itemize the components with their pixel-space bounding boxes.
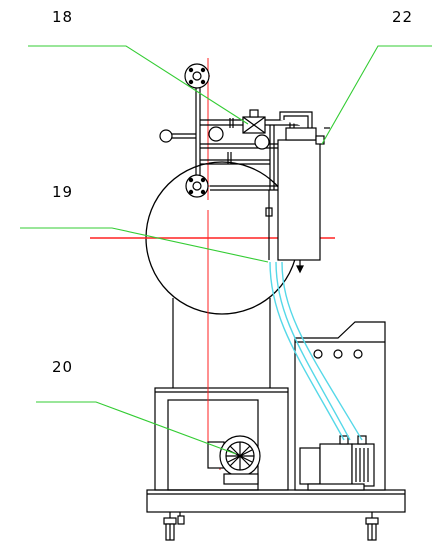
callout-19: 19 [52,183,74,201]
leader-20 [36,401,237,455]
leader-lines [20,45,432,455]
callout-18: 18 [52,8,74,26]
leader-18 [28,45,249,125]
callout-22: 22 [392,8,414,26]
lower-cabinet [154,387,289,491]
base-frame [146,489,406,513]
leader-22 [321,45,432,145]
callout-20: 20 [52,358,74,376]
leveling-feet [163,512,379,541]
valve-assembly [159,109,313,260]
flange-icon [184,63,210,178]
motor-icon [207,435,261,485]
flange-icon [185,174,209,198]
vertical-tank [277,127,330,274]
leader-19 [20,227,269,263]
column [172,298,271,388]
hose [269,261,363,441]
